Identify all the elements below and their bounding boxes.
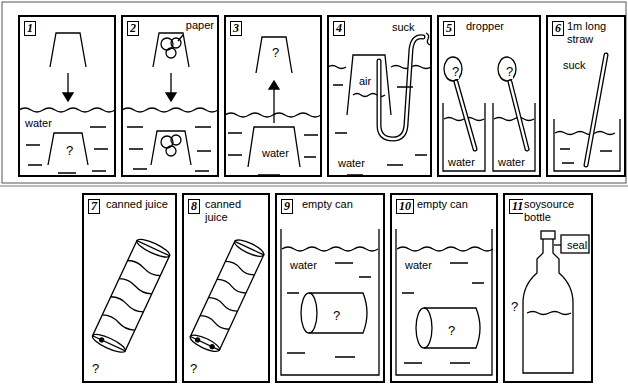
label: water: [289, 259, 318, 272]
frame: [2, 2, 626, 183]
experiment-panel: 8 canned juice?: [182, 193, 270, 383]
label: canned juice: [204, 198, 266, 224]
bottle-drawing: [523, 231, 589, 373]
label: empty can: [301, 198, 354, 211]
callout-number: 5: [443, 21, 455, 36]
question-mark: ?: [272, 45, 279, 60]
question-mark: ?: [92, 361, 99, 376]
label: suck: [391, 21, 416, 34]
callout-number: 6: [552, 21, 564, 36]
label: soysource bottle: [523, 198, 589, 224]
cup-lift-drawing: [225, 37, 321, 175]
experiment-panel: 2 paper: [121, 15, 219, 177]
question-mark: ?: [452, 64, 459, 79]
question-mark: ?: [190, 361, 197, 376]
experiment-panel: 61m long straw suck: [546, 15, 626, 177]
experiment-panel: 10empty can water?: [390, 193, 498, 383]
callout-number: 2: [127, 21, 139, 36]
label: dropper: [465, 20, 505, 33]
separator: [0, 186, 628, 187]
question-mark: ?: [506, 64, 513, 79]
empty-can-drawing: [281, 229, 379, 375]
label: suck: [562, 59, 587, 72]
label: air: [358, 75, 372, 88]
label: water: [447, 156, 476, 169]
label: water: [24, 117, 53, 130]
siphon-drawing: [328, 33, 431, 175]
experiment-panel: 3? water: [224, 15, 322, 177]
cup-drawing: [19, 33, 115, 173]
empty-can-drawing: [396, 229, 493, 375]
question-mark: ?: [511, 299, 518, 314]
label: paper: [185, 19, 215, 32]
callout-number: 10: [396, 199, 414, 214]
straw-drawing: [554, 55, 620, 171]
can-drawing: [90, 236, 171, 355]
label: canned juice: [105, 198, 173, 211]
callout-number: 8: [188, 199, 200, 214]
experiment-panel: 5 dropper?? water water: [437, 15, 541, 177]
experiment-panel: 4 suck air water: [327, 15, 432, 177]
experiment-panel: 9 empty can water?: [275, 193, 385, 383]
can-drawing: [188, 237, 266, 355]
callout-number: 9: [281, 199, 293, 214]
question-mark: ?: [448, 323, 455, 338]
label: water: [404, 259, 433, 272]
experiment-panel: 1 water?: [18, 15, 116, 177]
callout-number: 7: [88, 199, 100, 214]
label: seal: [566, 239, 588, 252]
label: empty can: [416, 198, 469, 211]
callout-number: 4: [333, 21, 345, 36]
callout-number: 3: [230, 21, 242, 36]
label: water: [497, 156, 526, 169]
label: water: [337, 157, 366, 170]
experiment-panel: 7 canned juice?: [82, 193, 177, 383]
label: water: [261, 147, 290, 160]
cup-paper-drawing: [122, 33, 218, 171]
experiment-panel: 11soysource bottleseal?: [503, 193, 593, 383]
question-mark: ?: [333, 308, 340, 323]
callout-number: 1: [24, 21, 36, 36]
question-mark: ?: [66, 143, 73, 158]
dropper-drawing: [443, 57, 535, 171]
label: 1m long straw: [566, 20, 622, 46]
